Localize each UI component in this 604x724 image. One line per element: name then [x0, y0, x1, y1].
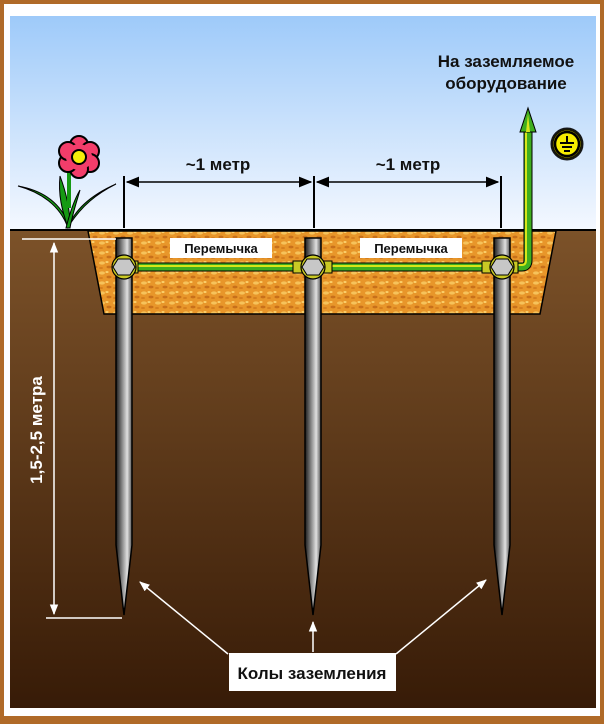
ground-symbol-icon: [550, 127, 584, 161]
depth-dimension: [22, 238, 122, 619]
ground-rod-2[interactable]: [304, 237, 322, 616]
ground-rod-1[interactable]: [115, 237, 133, 616]
distance-dimension-1: [123, 176, 315, 228]
distance-label-1: ~1 метр: [186, 155, 251, 174]
jumper-label-1-bg: [170, 238, 272, 258]
flower-icon: [17, 135, 117, 229]
sky: [10, 16, 596, 230]
jumper-label-2: Перемычка: [374, 241, 448, 256]
target-label-line-2: оборудование: [445, 74, 567, 93]
distance-dimension-2: [315, 176, 502, 228]
jumper-wire-1: [133, 262, 301, 272]
rods-label-bg: [229, 653, 396, 691]
depth-label: 1,5-2,5 метра: [27, 376, 46, 484]
jumper-label-2-bg: [360, 238, 462, 258]
jumper-wire-2: [322, 262, 490, 272]
clamp-2: [292, 254, 333, 280]
distance-label-2: ~1 метр: [376, 155, 441, 174]
rods-label: Колы заземления: [238, 664, 387, 683]
equipment-lead-wire: [512, 106, 537, 272]
jumper-label-1: Перемычка: [184, 241, 258, 256]
rods-callout-arrows: [139, 579, 487, 655]
target-label-line-1: На заземляемое: [438, 52, 575, 71]
clamp-3: [481, 254, 519, 280]
clamp-1: [111, 254, 139, 280]
ground-rod-3[interactable]: [493, 237, 511, 616]
